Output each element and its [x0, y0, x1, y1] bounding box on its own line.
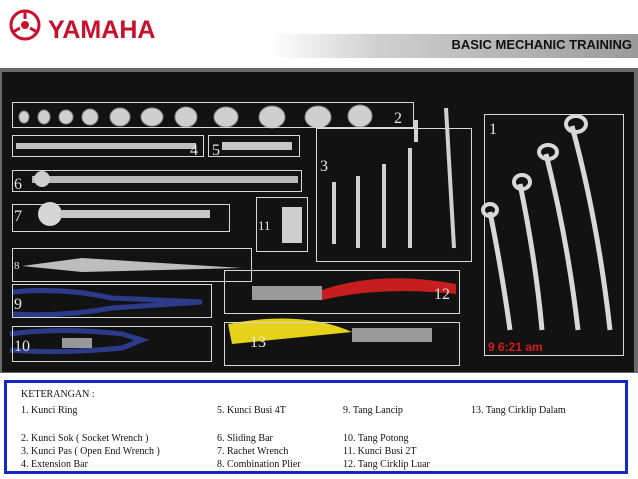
legend-item: 4. Extension Bar [21, 459, 88, 470]
label-1: 1 [489, 121, 497, 138]
legend-item: 5. Kunci Busi 4T [217, 405, 286, 416]
legend-title: KETERANGAN : [21, 389, 95, 400]
slot-cutting-plier [12, 326, 212, 362]
brand-name: YAMAHA [48, 16, 156, 44]
slot-open-end-wrench [316, 128, 472, 262]
legend-item: 9. Tang Lancip [343, 405, 403, 416]
slot-spark-plug-4t [208, 135, 300, 157]
slot-long-nose-plier [12, 284, 212, 318]
legend-item: 3. Kunci Pas ( Open End Wrench ) [21, 446, 160, 457]
label-4: 4 [190, 142, 198, 159]
legend-item: 7. Rachet Wrench [217, 446, 289, 457]
legend-item: 6. Sliding Bar [217, 433, 273, 444]
legend-item: 1. Kunci Ring [21, 405, 78, 416]
label-6: 6 [14, 176, 22, 193]
label-12: 12 [434, 286, 450, 303]
label-3: 3 [320, 158, 328, 175]
tools-illustration [9, 104, 613, 355]
label-7: 7 [14, 208, 22, 225]
legend-item: 8. Combination Plier [217, 459, 301, 470]
tool-tray: 1 2 3 4 5 6 7 8 9 10 11 12 13 [2, 72, 634, 372]
label-5: 5 [212, 142, 220, 159]
tuning-fork-emblem-icon [9, 9, 41, 41]
legend-item: 13. Tang Cirklip Dalam [471, 405, 566, 416]
yamaha-logo: YAMAHA [8, 8, 168, 44]
label-10: 10 [14, 338, 30, 355]
legend-item: 10. Tang Potong [343, 433, 409, 444]
slot-ring-wrench [484, 114, 624, 356]
slot-extension-bar [12, 135, 204, 157]
label-9: 9 [14, 296, 22, 313]
legend-box: KETERANGAN : 1. Kunci Ring 2. Kunci Sok … [4, 380, 628, 474]
slot-inner-circlip-plier [224, 322, 460, 366]
slot-socket-wrench [12, 102, 414, 128]
camera-timestamp: 9 6:21 am [488, 340, 543, 354]
label-2: 2 [394, 110, 402, 127]
slot-combination-plier [12, 248, 252, 282]
slot-spark-plug-2t [256, 197, 308, 252]
slot-sliding-bar [12, 170, 302, 192]
label-13: 13 [250, 334, 266, 351]
legend-item: 11. Kunci Busi 2T [343, 446, 417, 457]
legend-item: 12. Tang Cirklip Luar [343, 459, 430, 470]
slot-ratchet-wrench [12, 204, 230, 232]
title-banner: BASIC MECHANIC TRAINING [270, 34, 638, 58]
label-11: 11 [258, 218, 271, 233]
header: YAMAHA BASIC MECHANIC TRAINING [0, 0, 638, 62]
banner-title: BASIC MECHANIC TRAINING [451, 37, 632, 52]
legend-item: 2. Kunci Sok ( Socket Wrench ) [21, 433, 149, 444]
label-8: 8 [14, 260, 20, 272]
slot-outer-circlip-plier [224, 270, 460, 314]
